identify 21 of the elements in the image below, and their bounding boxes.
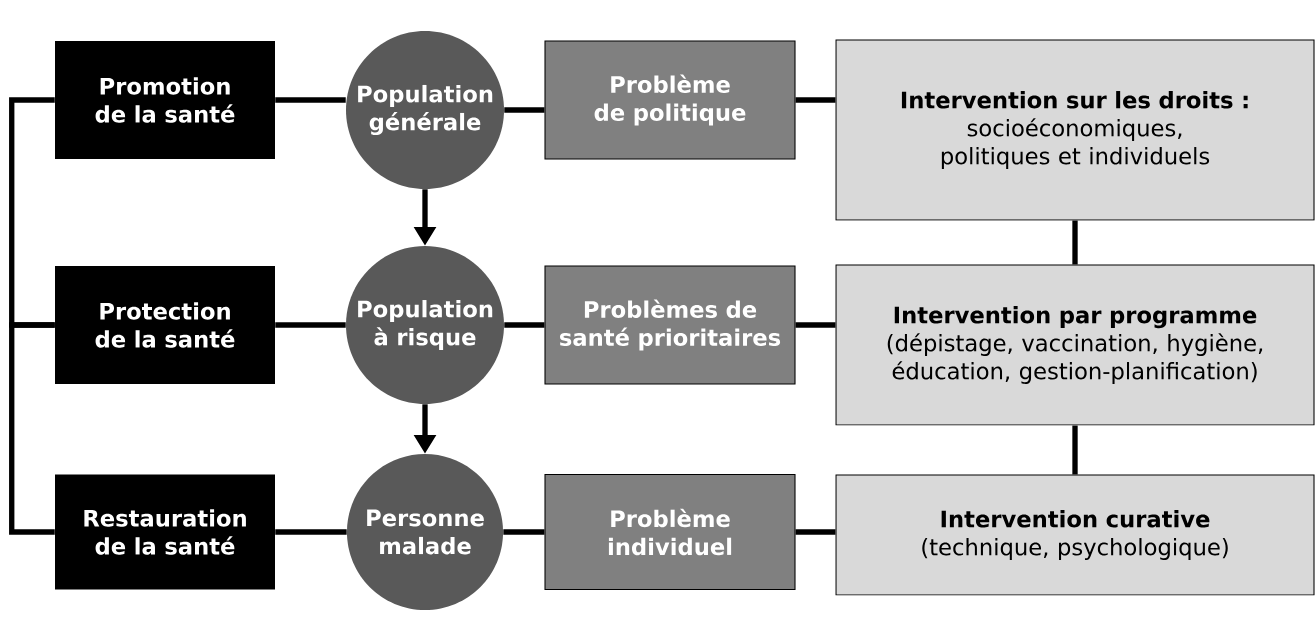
connector-line: [1072, 425, 1078, 475]
label-box: Promotion de la santé: [55, 41, 275, 159]
connector-line: [9, 322, 55, 535]
label-box: Protection de la santé: [55, 266, 275, 384]
connector-line: [275, 529, 347, 535]
connector-line: [504, 322, 545, 328]
connector-line: [504, 107, 545, 113]
intervention-box: Intervention curative (technique, psychologique): [835, 474, 1315, 596]
problem-box: Problèmes de santé prioritaires: [544, 265, 796, 385]
problem-box: Problème individuel: [544, 474, 796, 590]
connector-line: [795, 529, 836, 535]
intervention-box: Intervention par programme (dépistage, vaccination, hygiène, éducation, gestion-planification): [835, 264, 1315, 426]
label-box: Restauration de la santé: [55, 474, 275, 590]
connector-line: [795, 97, 836, 103]
connector-line: [275, 97, 346, 103]
connector-line: [503, 529, 545, 535]
connector-line: [1072, 220, 1078, 265]
connector-line: [275, 322, 346, 328]
problem-box: Problème de politique: [544, 40, 796, 160]
intervention-box: Intervention sur les droits : socioéconomiques, politiques et individuels: [835, 39, 1315, 221]
connector-line: [795, 322, 836, 328]
